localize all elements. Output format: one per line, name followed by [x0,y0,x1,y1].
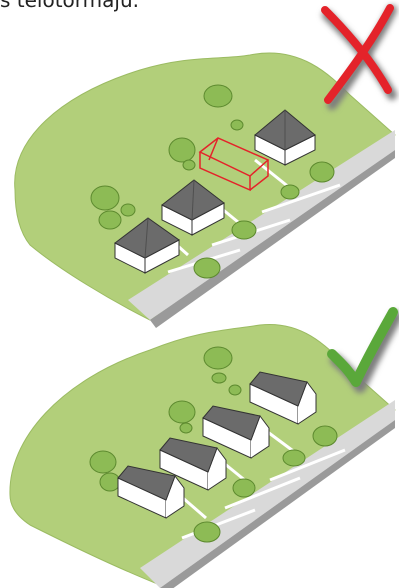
incorrect-layout-illustration [0,0,399,340]
correct-layout-panel [0,300,399,588]
correct-layout-illustration [0,300,399,588]
incorrect-layout-panel [0,0,399,340]
cross-mark-icon [325,8,392,105]
